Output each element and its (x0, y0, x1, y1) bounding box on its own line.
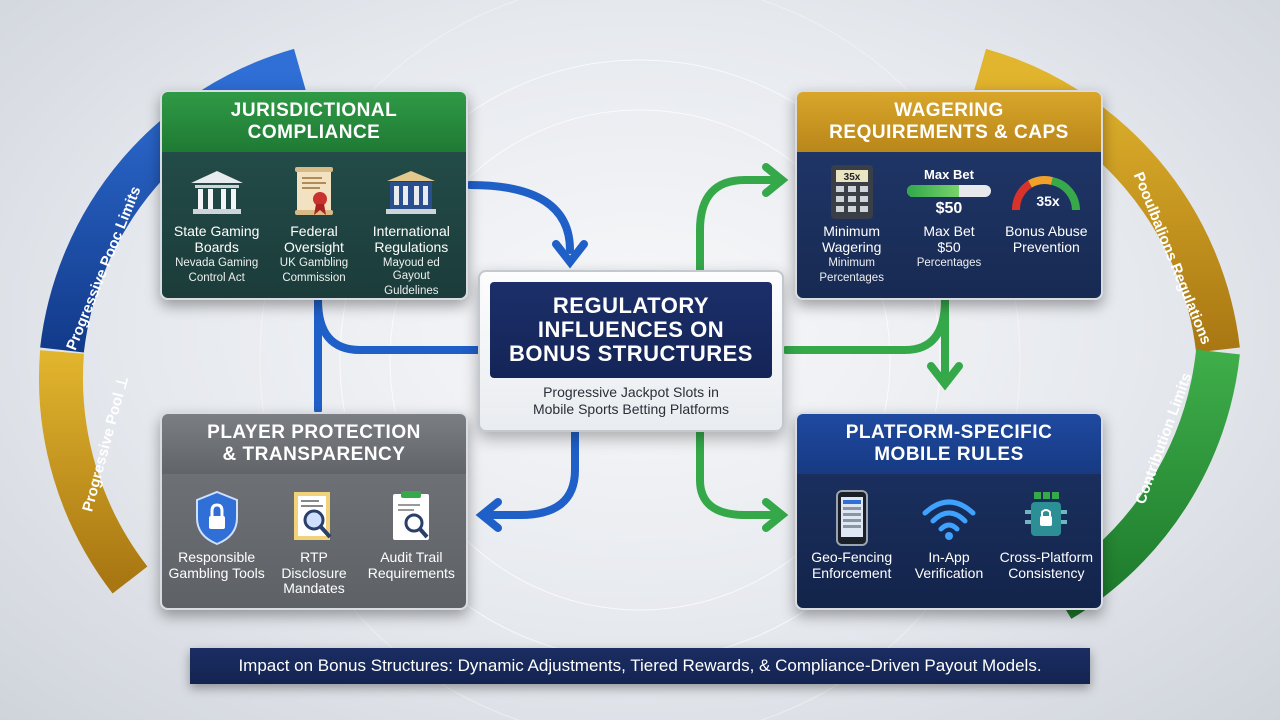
cross-platform-chip-icon (1021, 490, 1071, 546)
center-subtitle: Progressive Jackpot Slots in Mobile Spor… (490, 384, 772, 418)
item-label-line-2: Prevention (1012, 238, 1080, 255)
item-state-gaming-boards: State Gaming Boards Nevada Gaming Contro… (168, 164, 264, 298)
smartphone-icon (834, 490, 870, 546)
platform-mobile-rules-card: Platform-Specific Mobile Rules Geo-Fenci… (795, 412, 1103, 610)
item-label-line-2: Requirements (367, 564, 455, 581)
item-max-bet: Max Bet $50 Max Bet $50 Percentages (901, 164, 997, 298)
card-header: Wagering Requirements & Caps (797, 92, 1101, 152)
item-sub-line-1: Minimum (828, 257, 875, 270)
player-protection-card: Player Protection & Transparency Respons… (160, 412, 468, 610)
calculator-display: 35x (843, 172, 860, 183)
shield-lock-icon (193, 490, 241, 546)
item-responsible-gambling-tools: Responsible Gambling Tools (168, 490, 265, 608)
max-bet-bar-fill (906, 184, 960, 197)
card-title-line-1: Wagering (894, 100, 1004, 122)
item-label-line-1: Max Bet (923, 223, 975, 239)
center-subtitle-line-2: Mobile Sports Betting Platforms (532, 400, 730, 417)
card-header: Player Protection & Transparency (162, 414, 466, 474)
scroll-seal-icon (289, 164, 339, 220)
left-arc-blue (40, 48, 307, 353)
item-label-line-1: RTP Disclosure (281, 549, 347, 581)
card-title-line-1: Platform-Specific (845, 422, 1053, 444)
wagering-requirements-card: Wagering Requirements & Caps 35x (795, 90, 1103, 300)
item-sub-line-2: Commission (282, 272, 346, 285)
item-sub-line-1: UK Gambling (279, 257, 349, 270)
item-label-line-2: Oversight (284, 238, 344, 255)
card-title-line-1: Player Protection (207, 422, 421, 444)
item-label-line-1: In-App (928, 549, 970, 565)
item-label-line-1: State Gaming (173, 223, 260, 239)
item-sub-line-1: Mayoud ed Gayout (382, 257, 440, 283)
item-international-regulations: International Regulations Mayoud ed Gayo… (363, 164, 459, 298)
document-magnifier-icon (290, 490, 338, 546)
max-bet-bar (906, 184, 991, 197)
gauge-icon: 35x (1008, 164, 1084, 220)
item-in-app-verification: In-App Verification (901, 490, 997, 608)
item-sub-line-1: Percentages (916, 257, 982, 270)
item-minimum-wagering: 35x Minimum Wagering Minimum Percentages (803, 164, 899, 298)
item-label-line-2: Wagering (821, 238, 882, 255)
item-label-line-1: Bonus Abuse (1005, 223, 1088, 239)
audit-clipboard-icon (387, 490, 435, 546)
item-cross-platform-consistency: Cross-Platform Consistency (998, 490, 1094, 608)
item-label-line-2: $50 (937, 238, 961, 255)
government-building-icon (381, 164, 441, 220)
center-title: Regulatory Influences on Bonus Structure… (490, 282, 772, 378)
item-federal-oversight: Federal Oversight UK Gambling Commission (266, 164, 362, 298)
item-label-line-2: Regulations (374, 238, 449, 255)
gauge-readout: 35x (1037, 193, 1061, 209)
max-bet-icon-value: $50 (935, 199, 963, 217)
max-bet-icon-label: Max Bet (924, 166, 974, 182)
card-title-line-2: Mobile Rules (874, 444, 1024, 465)
item-sub-line-1: Nevada Gaming (175, 257, 259, 270)
item-sub-line-2: Control Act (188, 272, 245, 285)
item-label-line-1: Federal (290, 223, 338, 239)
item-label-line-1: Cross-Platform (999, 549, 1093, 565)
item-label-line-2: Boards (194, 238, 239, 255)
item-label-line-2: Verification (914, 564, 984, 581)
card-title-line-2: Requirements & Caps (829, 122, 1069, 143)
item-label-line-2: Mandates (283, 580, 345, 597)
wifi-icon (919, 490, 979, 546)
card-header: Jurisdictional Compliance (162, 92, 466, 152)
item-label-line-2: Gambling Tools (168, 564, 265, 581)
item-sub-line-2: Percentages (819, 272, 884, 285)
impact-banner: Impact on Bonus Structures: Dynamic Adju… (190, 648, 1090, 684)
item-geo-fencing: Geo-Fencing Enforcement (803, 490, 899, 608)
right-arc-gold (973, 48, 1240, 353)
item-label-line-2: Enforcement (811, 564, 892, 581)
item-label-line-1: Minimum (823, 223, 881, 239)
card-title-line-1: Jurisdictional (230, 100, 398, 122)
card-body: 35x Minimum Wagering Minimum Percentages… (797, 152, 1101, 298)
item-label-line-2: Consistency (1008, 564, 1085, 581)
card-header: Platform-Specific Mobile Rules (797, 414, 1101, 474)
card-title-line-2: & Transparency (222, 444, 406, 465)
calculator-icon: 35x (827, 164, 877, 220)
item-label-line-1: International (372, 223, 450, 239)
item-bonus-abuse-prevention: 35x Bonus Abuse Prevention (998, 164, 1094, 298)
card-body: State Gaming Boards Nevada Gaming Contro… (162, 152, 466, 298)
jurisdictional-compliance-card: Jurisdictional Compliance State Gaming B… (160, 90, 468, 300)
flow-connectors (314, 163, 963, 532)
courthouse-icon (187, 164, 247, 220)
center-subtitle-line-1: Progressive Jackpot Slots in (543, 384, 719, 400)
card-title-line-2: Compliance (247, 122, 381, 143)
card-body: Geo-Fencing Enforcement In-App Verificat… (797, 474, 1101, 608)
item-sub-line-2: Guldelines (384, 285, 439, 298)
item-label-line-1: Geo-Fencing (811, 549, 893, 565)
item-audit-trail: Audit Trail Requirements (363, 490, 459, 608)
card-body: Responsible Gambling Tools RTP Disclosur… (162, 474, 466, 608)
item-rtp-disclosure: RTP Disclosure Mandates (266, 490, 362, 608)
left-arc-gold (38, 350, 148, 594)
item-label-line-1: Responsible (178, 549, 256, 565)
max-bet-slider-icon: Max Bet $50 (906, 164, 991, 220)
center-hub-card: Regulatory Influences on Bonus Structure… (478, 270, 784, 432)
item-label-line-1: Audit Trail (380, 549, 443, 565)
